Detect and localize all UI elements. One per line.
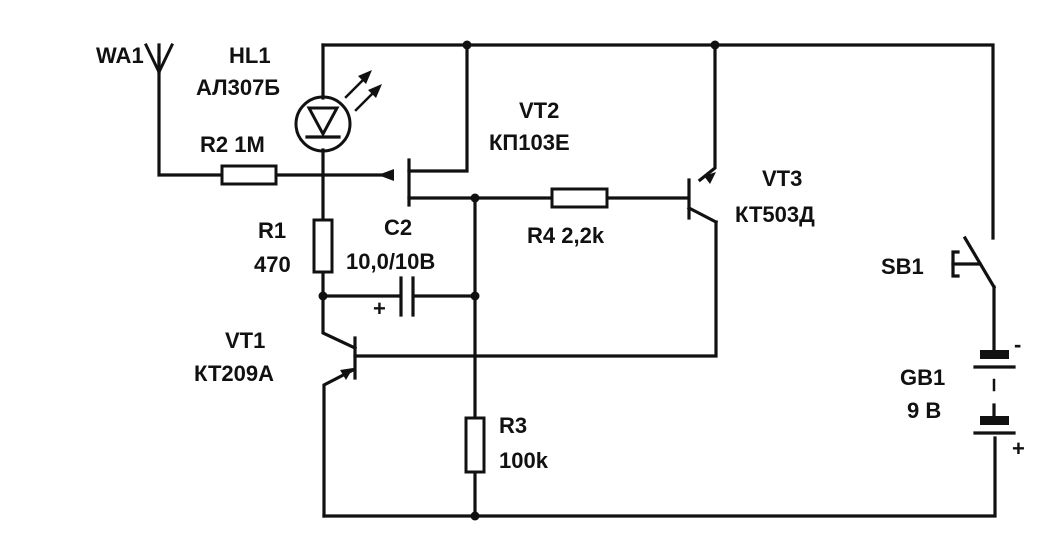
label-sb1: SB1 <box>881 254 924 279</box>
label-r1: R1 <box>258 218 286 243</box>
vt1-emitter <box>322 367 356 518</box>
vt3-arrow <box>704 172 716 184</box>
resistor-r2 <box>220 164 278 186</box>
label-c2-polarity: + <box>373 296 386 321</box>
resistor-r4 <box>550 187 609 209</box>
junction <box>470 291 480 301</box>
label-gb1: GB1 <box>900 365 945 390</box>
wire-vt2-drain <box>407 43 469 173</box>
wire-top-rail <box>321 43 995 240</box>
vt2-gate-arrow <box>378 169 394 181</box>
label-c2: C2 <box>384 215 412 240</box>
gb1-cell1-neg <box>980 350 1009 359</box>
led-arrow1-head <box>358 70 372 84</box>
label-vt3-part: КТ503Д <box>735 202 815 227</box>
junction <box>462 40 472 50</box>
vt1-arrow <box>340 368 353 380</box>
wire-bottom-rail <box>322 436 997 518</box>
label-r4: R4 2,2k <box>527 223 605 248</box>
resistor-r1 <box>312 218 334 274</box>
vt1-collector <box>321 294 358 351</box>
led-diode-triangle <box>306 106 340 138</box>
label-r1-value: 470 <box>254 252 291 277</box>
label-r3: R3 <box>499 413 527 438</box>
wire-vt3-collector <box>697 43 717 183</box>
label-vt2: VT2 <box>519 98 559 123</box>
label-vt1-part: КТ209А <box>194 361 274 386</box>
label-hl1-part: АЛ307Б <box>196 75 280 100</box>
label-r3-value: 100k <box>499 448 549 473</box>
label-gb1-neg: - <box>1014 332 1021 357</box>
label-c2-value: 10,0/10B <box>346 249 435 274</box>
label-vt2-part: КП103Е <box>489 130 570 155</box>
wire-antenna <box>157 56 224 177</box>
junction <box>710 40 720 50</box>
vt3-emitter <box>686 205 719 225</box>
label-hl1: HL1 <box>229 43 271 68</box>
label-wa1: WA1 <box>96 43 144 68</box>
label-gb1-value: 9 В <box>907 398 941 423</box>
label-vt1: VT1 <box>225 328 265 353</box>
label-vt3: VT3 <box>762 166 802 191</box>
label-gb1-pos: + <box>1012 436 1025 461</box>
gb1-cell2-neg <box>980 416 1009 425</box>
resistor-r3 <box>464 416 486 474</box>
led-arrow2-head <box>368 84 382 98</box>
junction <box>470 193 480 203</box>
led-icon <box>294 95 352 153</box>
label-r2: R2 1M <box>200 132 265 157</box>
junction <box>470 511 480 521</box>
junction <box>318 291 328 301</box>
